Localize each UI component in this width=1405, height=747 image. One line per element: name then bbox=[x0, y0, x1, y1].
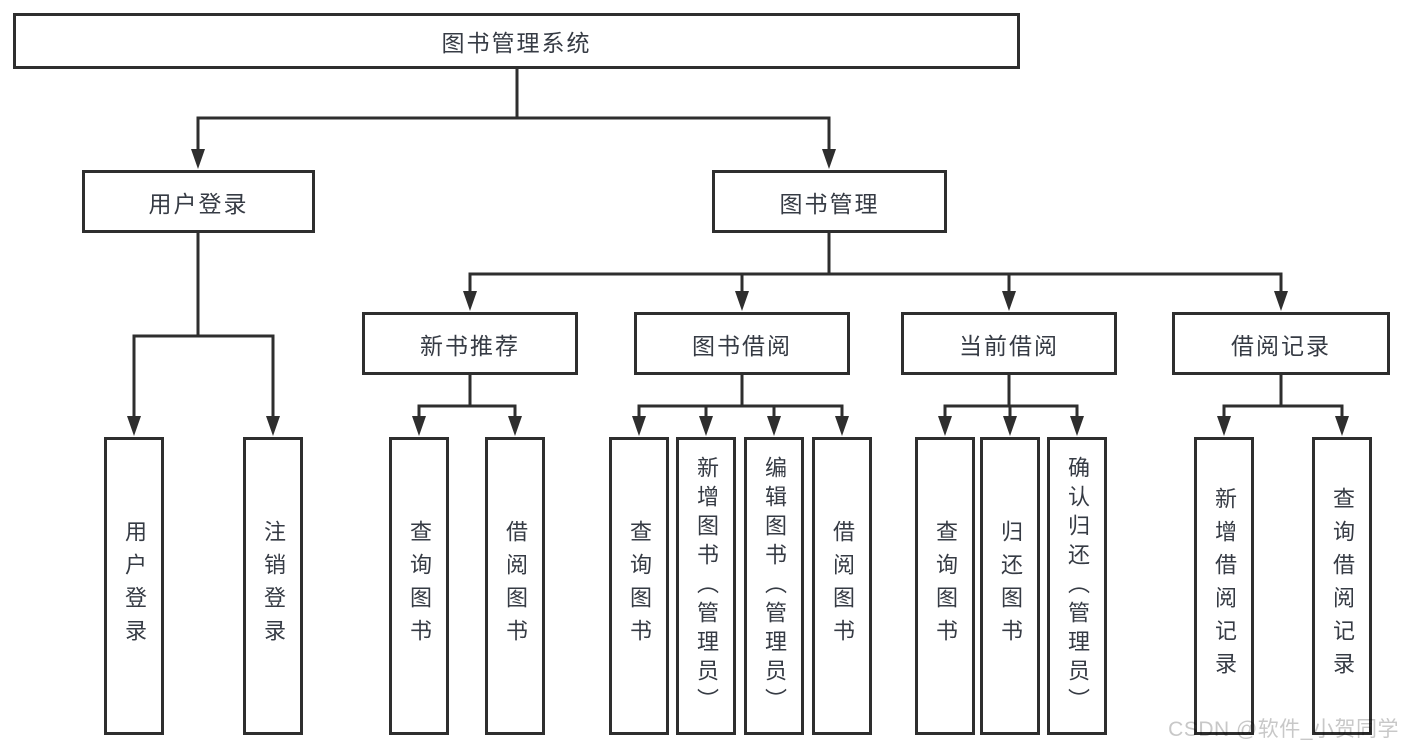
leaf-query-books-borrow-label: 查询图书 bbox=[627, 520, 652, 652]
leaf-borrow-books-recommend: 借阅图书 bbox=[485, 437, 545, 735]
node-current-borrow: 当前借阅 bbox=[901, 312, 1117, 375]
leaf-query-books-borrow: 查询图书 bbox=[609, 437, 669, 735]
leaf-edit-book-admin-label: 编辑图书（管理员） bbox=[762, 455, 787, 717]
leaf-add-book-admin: 新增图书（管理员） bbox=[676, 437, 736, 735]
leaf-query-books-recommend-label: 查询图书 bbox=[407, 520, 432, 652]
leaf-add-borrow-record: 新增借阅记录 bbox=[1194, 437, 1254, 735]
node-book-management: 图书管理 bbox=[712, 170, 947, 233]
leaf-borrow-books: 借阅图书 bbox=[812, 437, 872, 735]
leaf-query-borrow-record: 查询借阅记录 bbox=[1312, 437, 1372, 735]
leaf-query-books-current-label: 查询图书 bbox=[933, 520, 958, 652]
leaf-logout: 注销登录 bbox=[243, 437, 303, 735]
leaf-borrow-books-recommend-label: 借阅图书 bbox=[503, 520, 528, 652]
leaf-edit-book-admin: 编辑图书（管理员） bbox=[744, 437, 804, 735]
node-book-borrow: 图书借阅 bbox=[634, 312, 850, 375]
leaf-user-login-label: 用户登录 bbox=[122, 520, 147, 652]
csdn-watermark: CSDN @软件_小贺同学 bbox=[1168, 718, 1399, 741]
arrowheads bbox=[127, 149, 1349, 436]
node-borrow-records: 借阅记录 bbox=[1172, 312, 1390, 375]
leaf-add-book-admin-label: 新增图书（管理员） bbox=[694, 455, 719, 717]
leaf-return-book-label: 归还图书 bbox=[998, 520, 1023, 652]
node-new-book-recommend: 新书推荐 bbox=[362, 312, 578, 375]
leaf-user-login: 用户登录 bbox=[104, 437, 164, 735]
node-user-login: 用户登录 bbox=[82, 170, 315, 233]
leaf-return-book: 归还图书 bbox=[980, 437, 1040, 735]
leaf-confirm-return-admin: 确认归还（管理员） bbox=[1047, 437, 1107, 735]
leaf-logout-label: 注销登录 bbox=[261, 520, 286, 652]
leaf-query-books-current: 查询图书 bbox=[915, 437, 975, 735]
leaf-query-books-recommend: 查询图书 bbox=[389, 437, 449, 735]
leaf-confirm-return-admin-label: 确认归还（管理员） bbox=[1065, 455, 1090, 717]
leaf-borrow-books-label: 借阅图书 bbox=[830, 520, 855, 652]
node-root: 图书管理系统 bbox=[13, 13, 1020, 69]
leaf-add-borrow-record-label: 新增借阅记录 bbox=[1212, 487, 1237, 685]
leaf-query-borrow-record-label: 查询借阅记录 bbox=[1330, 487, 1355, 685]
